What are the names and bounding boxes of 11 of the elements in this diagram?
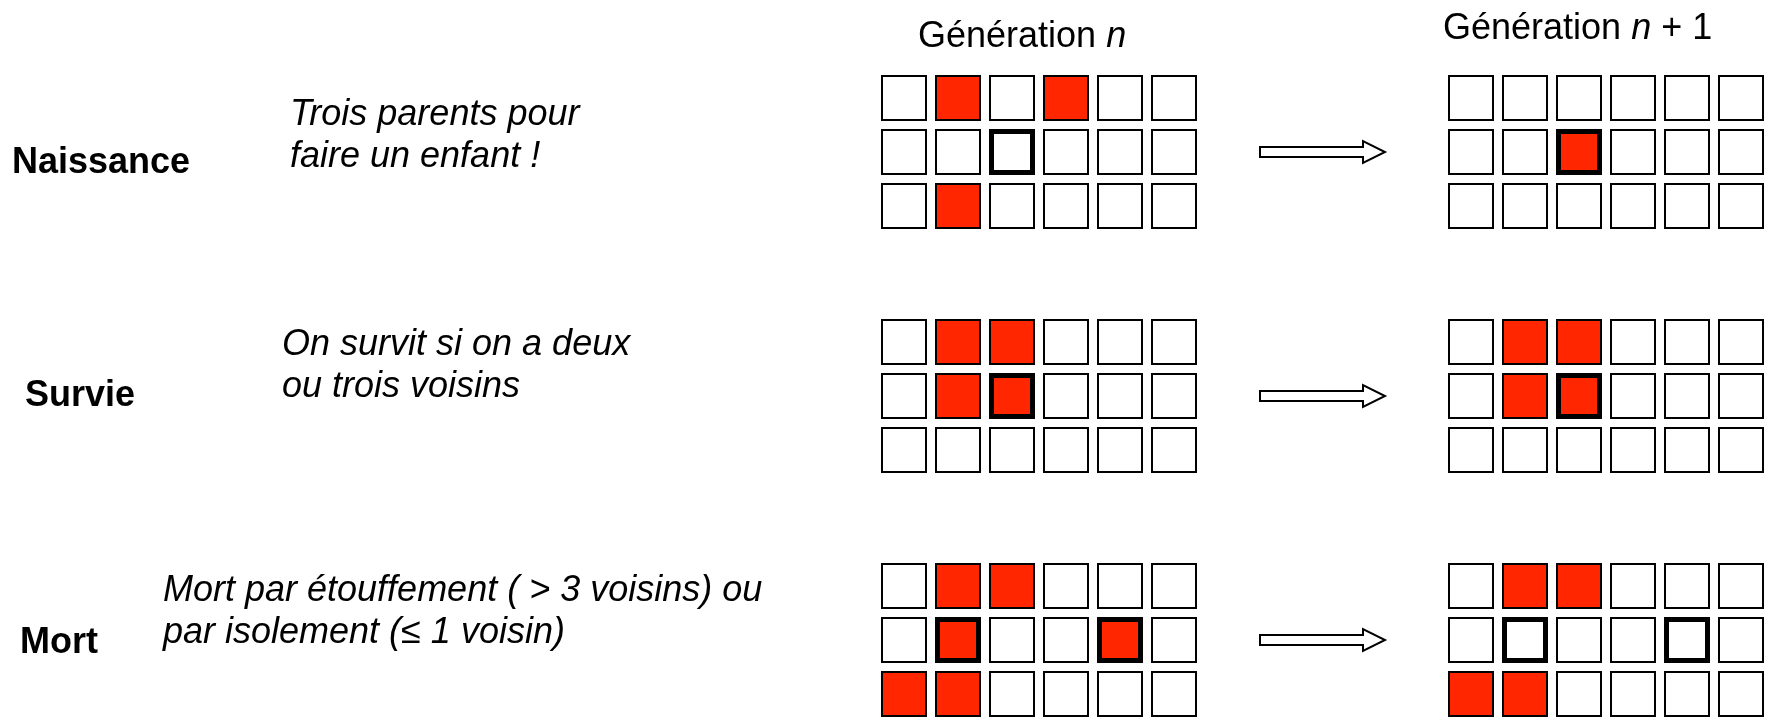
arrow <box>1259 139 1388 165</box>
rule-description: Trois parents pour faire un enfant ! <box>290 92 582 176</box>
column-heading: Génération n + 1 <box>1443 6 1713 48</box>
rule-name: Survie <box>25 373 136 415</box>
rule-name: Naissance <box>12 140 191 182</box>
arrow <box>1259 627 1388 653</box>
column-heading: Génération n <box>918 14 1127 56</box>
arrow <box>1259 383 1388 409</box>
rule-description: Mort par étouffement ( > 3 voisins) ou par isolement (≤ 1 voisin) <box>163 568 763 652</box>
rule-description: On survit si on a deux ou trois voisins <box>282 322 632 406</box>
rule-name: Mort <box>20 620 98 662</box>
